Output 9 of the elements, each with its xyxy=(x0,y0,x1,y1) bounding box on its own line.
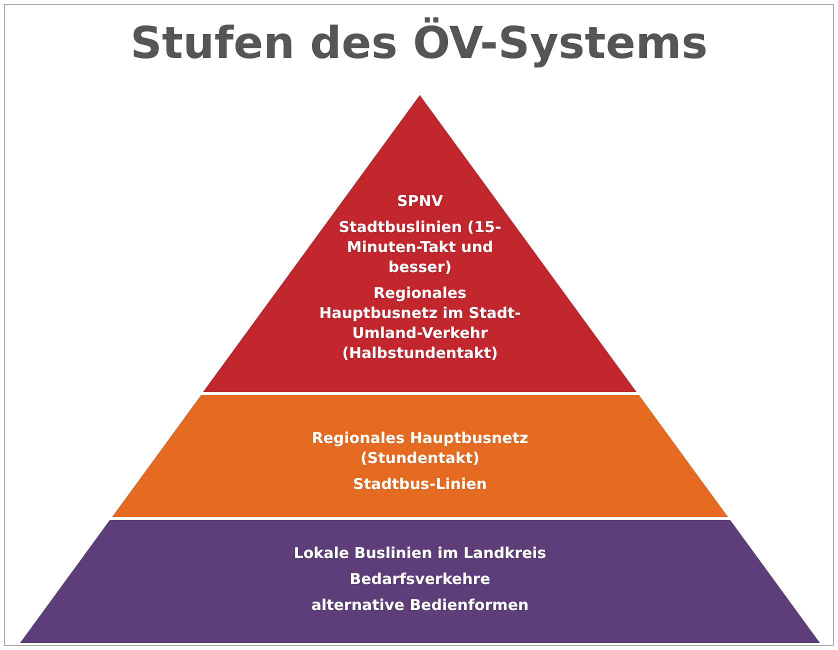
tier-text: Bedarfsverkehre xyxy=(350,569,490,589)
tier-text: Stadtbuslinien (15-Minuten-Takt und besser) xyxy=(338,217,502,277)
tier-text: Regionales Hauptbusnetz (Stundentakt) xyxy=(310,428,530,468)
tier-text: Regionales Hauptbusnetz im Stadt-Umland-Verkehr (Halbstundentakt) xyxy=(318,283,522,363)
tier-text: alternative Bedienformen xyxy=(311,595,529,615)
tier-text: Lokale Buslinien im Landkreis xyxy=(294,543,546,563)
title: Stufen des ÖV-Systems xyxy=(129,18,709,69)
tier-text: SPNV xyxy=(397,191,443,211)
tier-text: Stadtbus-Linien xyxy=(353,474,487,494)
